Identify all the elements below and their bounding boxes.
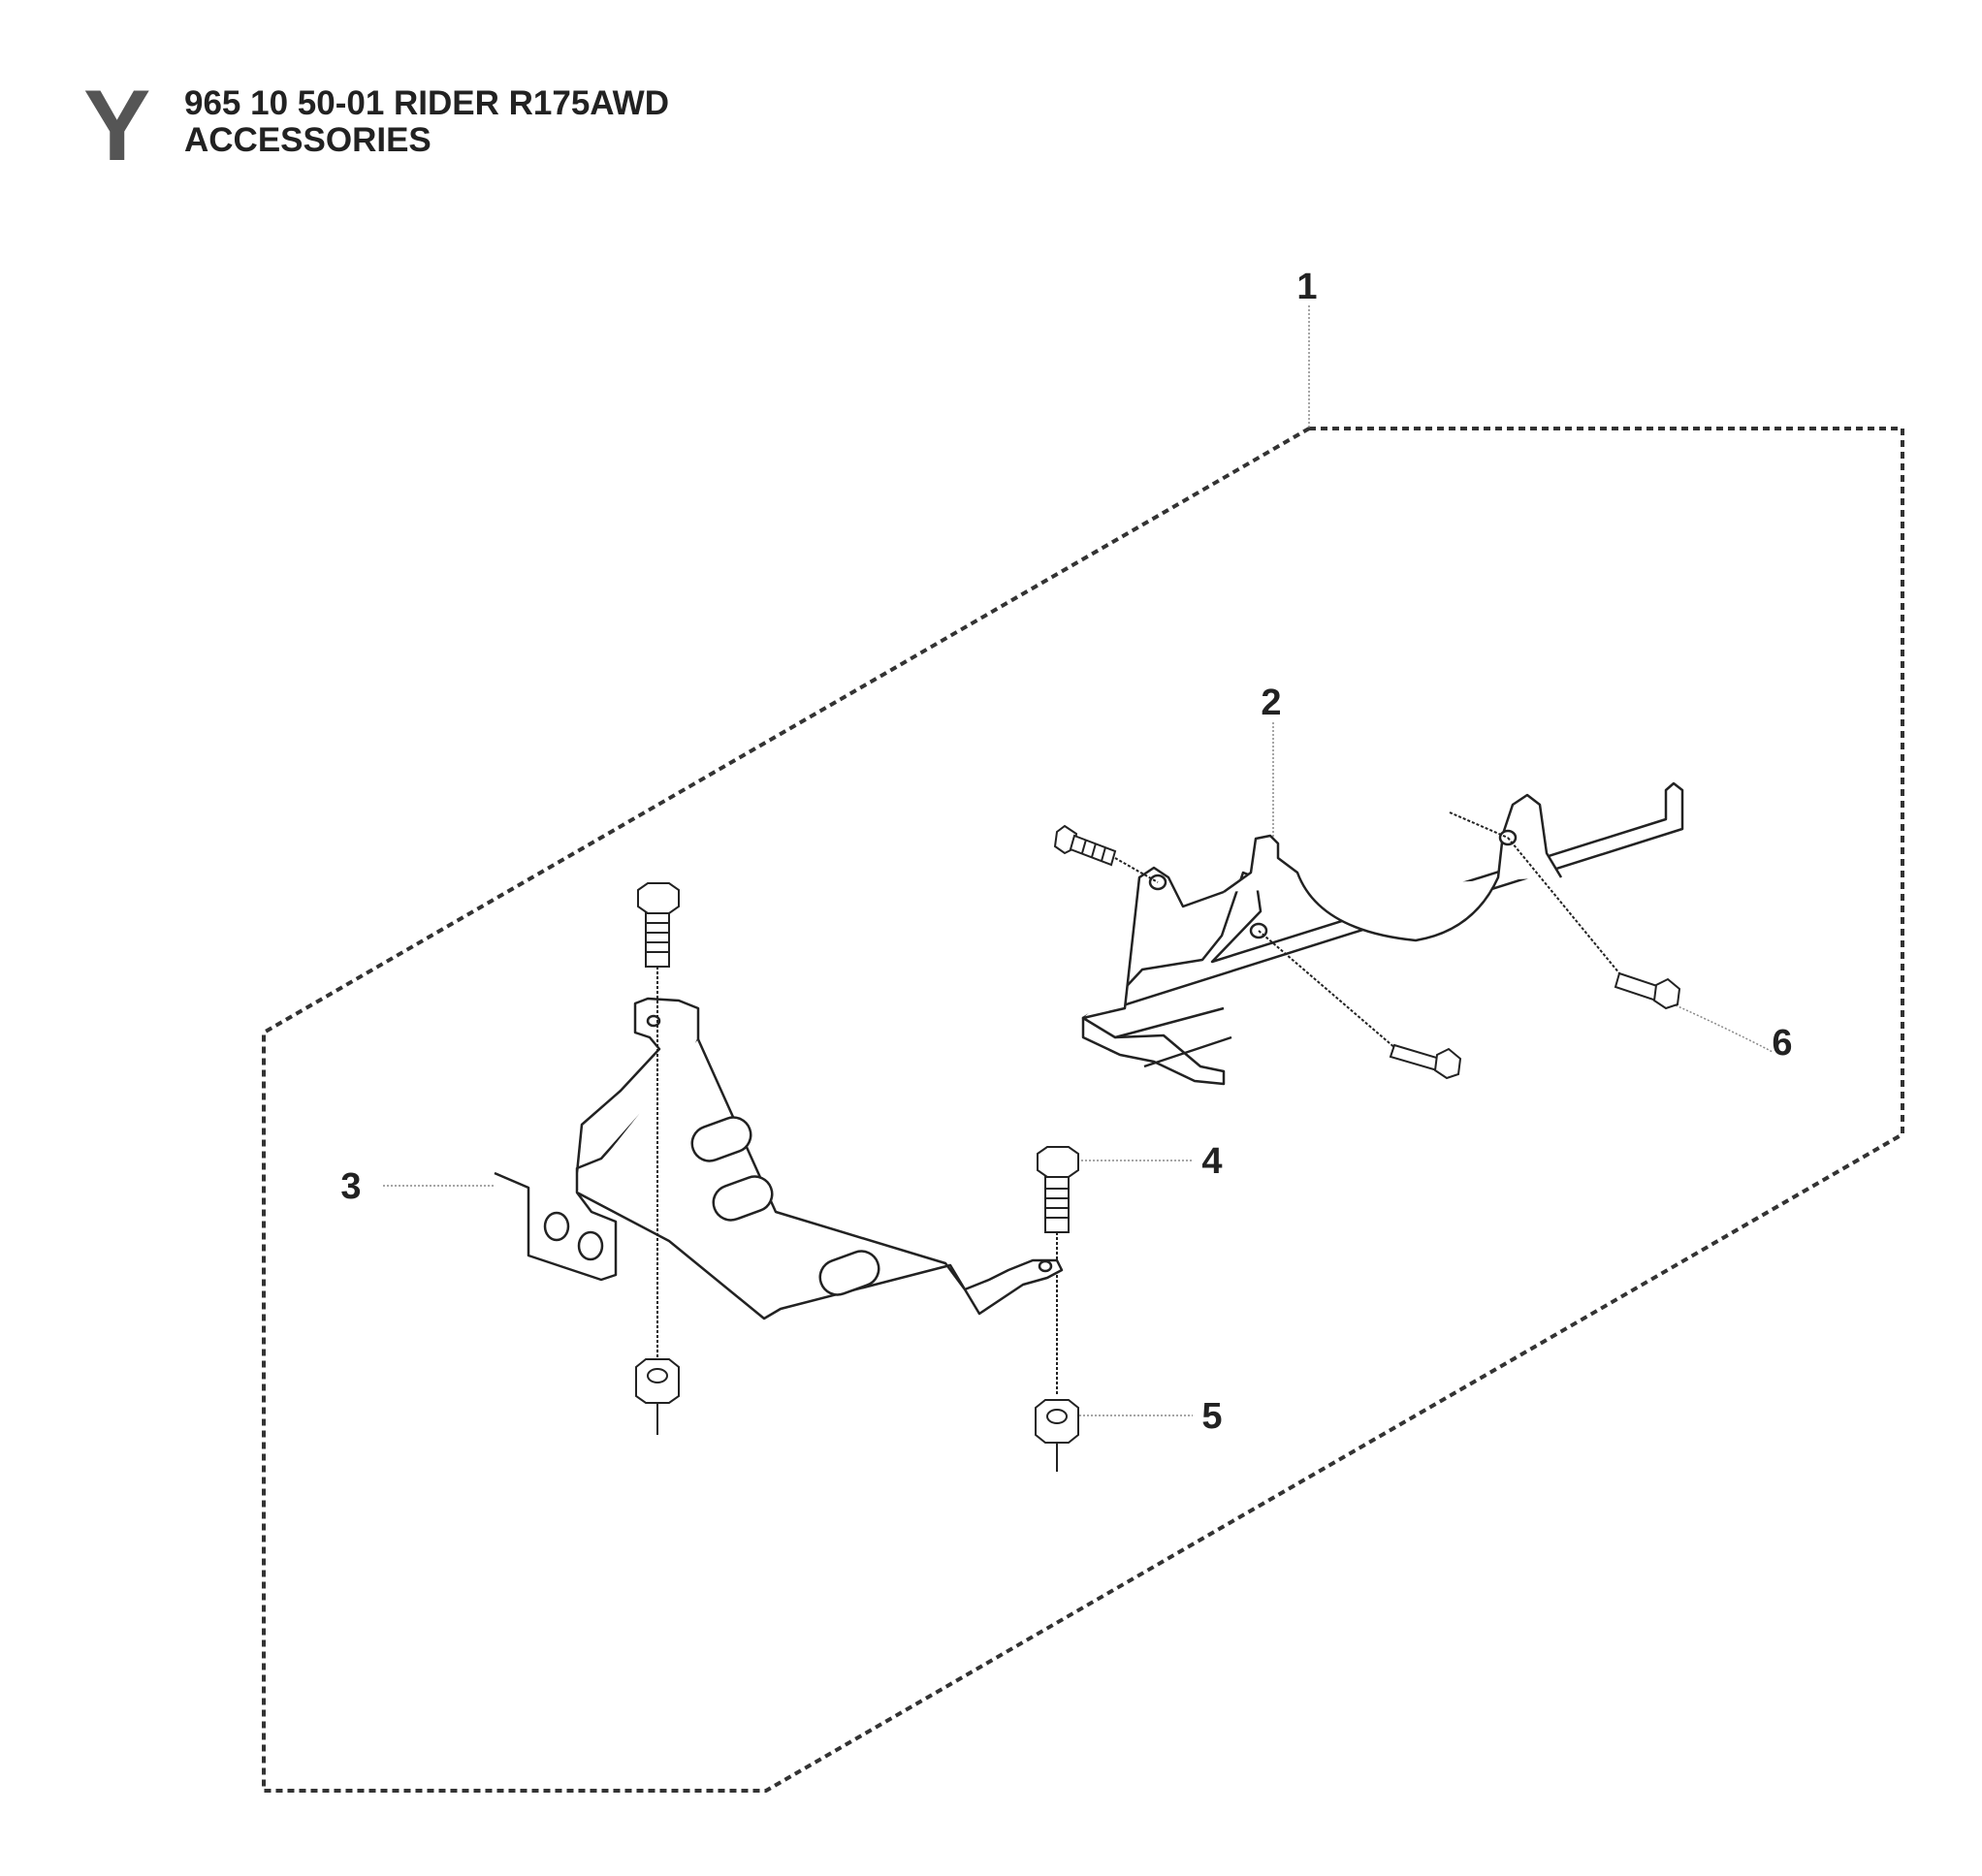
nut-right (1035, 1399, 1079, 1472)
callout-4: 4 (1201, 1141, 1222, 1182)
front-bracket (494, 997, 1064, 1320)
bolt-lower (1258, 930, 1462, 1080)
callout-2: 2 (1261, 683, 1281, 723)
bolt-left (637, 882, 680, 1357)
bolt-upper-left (1053, 824, 1159, 883)
callout-5: 5 (1201, 1396, 1222, 1437)
bolt-upper-right (1449, 811, 1681, 1010)
bolt-right (1037, 1146, 1079, 1396)
title-section: ACCESSORIES (184, 121, 432, 159)
callout-1: 1 (1296, 267, 1317, 307)
leader-6 (1664, 1000, 1774, 1053)
section-letter: Y (83, 70, 151, 182)
callout-6: 6 (1772, 1023, 1792, 1064)
kit-outline (262, 427, 1904, 1793)
nut-left (635, 1358, 680, 1435)
page-title: 965 10 50-01 RIDER R175AWD ACCESSORIES (184, 85, 669, 159)
callout-3: 3 (340, 1166, 361, 1207)
rear-bracket (1081, 781, 1684, 1086)
title-model: 965 10 50-01 RIDER R175AWD (184, 84, 669, 122)
